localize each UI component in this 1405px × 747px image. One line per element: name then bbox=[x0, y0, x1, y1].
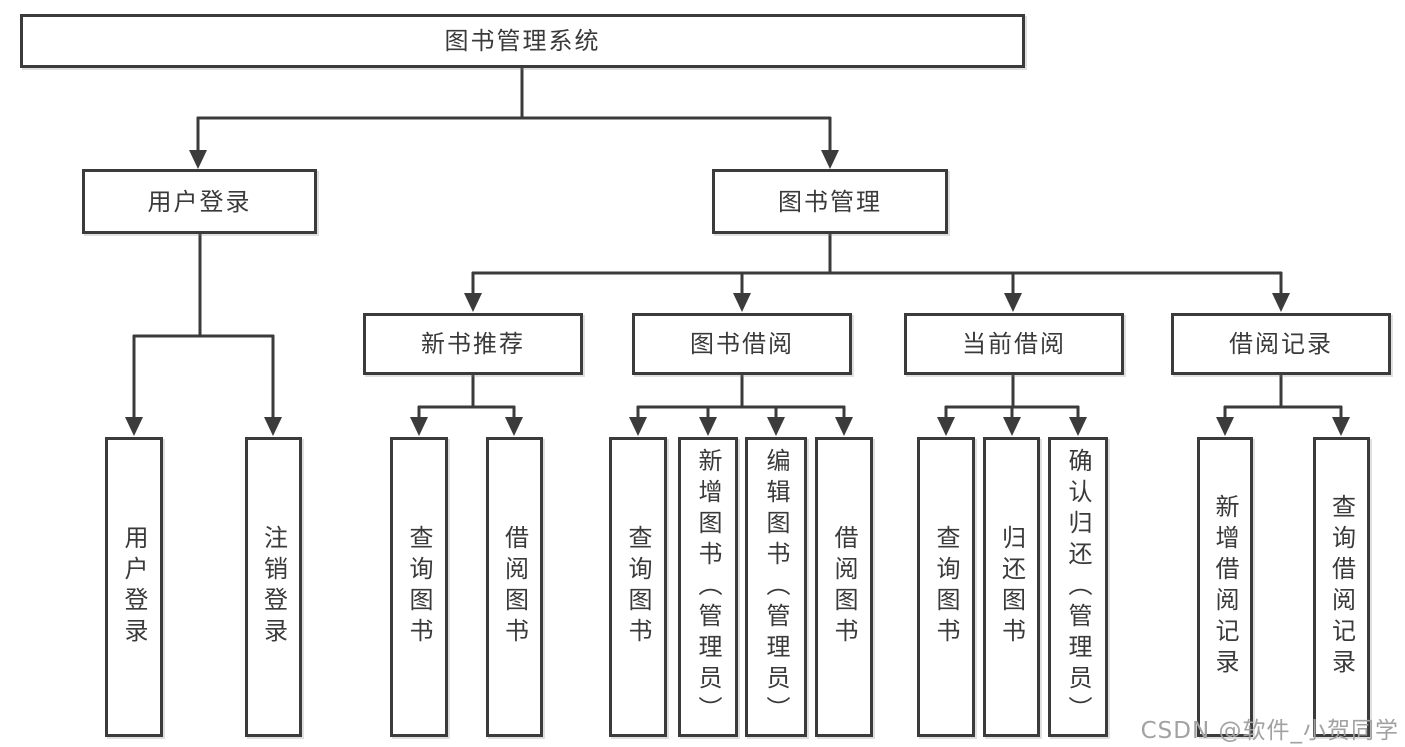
node-edit-book-admin-label: 编辑图书（管理员） bbox=[762, 447, 790, 727]
arrowhead bbox=[835, 417, 853, 436]
node-library-system: 图书管理系统 bbox=[20, 14, 1025, 68]
node-add-borrow-record-label: 新增借阅记录 bbox=[1211, 494, 1239, 680]
node-book-management-label: 图书管理 bbox=[778, 187, 882, 216]
node-new-book-recommend-label: 新书推荐 bbox=[421, 330, 525, 358]
arrowhead bbox=[410, 417, 428, 436]
node-user-login-action-label: 用户登录 bbox=[120, 525, 148, 649]
arrowhead bbox=[1003, 417, 1021, 436]
arrowhead bbox=[1272, 293, 1290, 312]
node-book-management: 图书管理 bbox=[712, 169, 948, 234]
arrowhead bbox=[189, 150, 207, 169]
node-query-books-borrow: 查询图书 bbox=[609, 437, 667, 737]
node-borrow-records-label: 借阅记录 bbox=[1229, 330, 1333, 358]
arrowhead bbox=[821, 150, 839, 169]
arrowhead bbox=[937, 417, 955, 436]
node-query-books-current: 查询图书 bbox=[917, 437, 975, 737]
connector-book-management-children bbox=[464, 234, 1290, 312]
arrowhead bbox=[1004, 293, 1022, 312]
node-borrow-books-action-label: 借阅图书 bbox=[830, 525, 858, 649]
node-return-books: 归还图书 bbox=[983, 437, 1040, 737]
arrowhead bbox=[733, 293, 751, 312]
node-borrow-records: 借阅记录 bbox=[1171, 313, 1391, 375]
connector-borrow-records-children bbox=[1216, 375, 1350, 436]
node-edit-book-admin: 编辑图书（管理员） bbox=[745, 437, 807, 737]
arrowhead bbox=[1332, 417, 1350, 436]
node-current-borrow-label: 当前借阅 bbox=[962, 330, 1066, 358]
connector-user-login-children bbox=[125, 234, 282, 436]
arrowhead bbox=[1069, 417, 1087, 436]
node-user-login-action: 用户登录 bbox=[105, 437, 163, 737]
node-logout-action: 注销登录 bbox=[245, 437, 302, 737]
node-query-books-recommend-label: 查询图书 bbox=[405, 525, 433, 649]
node-add-borrow-record: 新增借阅记录 bbox=[1197, 437, 1253, 737]
node-user-login-label: 用户登录 bbox=[147, 187, 252, 216]
node-user-login: 用户登录 bbox=[82, 169, 317, 234]
node-library-system-label: 图书管理系统 bbox=[444, 27, 601, 55]
node-borrow-books-action: 借阅图书 bbox=[815, 437, 873, 737]
node-current-borrow: 当前借阅 bbox=[904, 313, 1124, 375]
arrowhead bbox=[505, 417, 523, 436]
node-borrow-books-recommend-label: 借阅图书 bbox=[500, 525, 529, 649]
node-logout-action-label: 注销登录 bbox=[259, 525, 288, 649]
arrowhead bbox=[125, 417, 143, 436]
arrowhead bbox=[629, 417, 647, 436]
node-new-book-recommend: 新书推荐 bbox=[363, 313, 583, 375]
node-add-book-admin: 新增图书（管理员） bbox=[678, 437, 738, 737]
arrowhead bbox=[464, 293, 482, 312]
arrowhead bbox=[1216, 417, 1234, 436]
node-query-books-current-label: 查询图书 bbox=[932, 525, 960, 649]
node-query-books-recommend: 查询图书 bbox=[390, 437, 448, 737]
node-add-book-admin-label: 新增图书（管理员） bbox=[694, 447, 722, 727]
arrowhead bbox=[264, 417, 282, 436]
node-query-books-borrow-label: 查询图书 bbox=[624, 525, 652, 649]
arrowhead bbox=[699, 417, 717, 436]
node-return-books-label: 归还图书 bbox=[997, 525, 1026, 649]
arrowhead bbox=[767, 417, 785, 436]
node-borrow-books-recommend: 借阅图书 bbox=[486, 437, 543, 737]
connector-current-borrow-children bbox=[937, 375, 1087, 436]
connector-book-borrow-children bbox=[629, 375, 853, 436]
node-confirm-return-admin-label: 确认归还（管理员） bbox=[1064, 447, 1092, 727]
connector-new-book-children bbox=[410, 375, 523, 436]
csdn-watermark: CSDN @软件_小贺同学 bbox=[1140, 718, 1399, 744]
node-book-borrow: 图书借阅 bbox=[632, 313, 852, 375]
node-book-borrow-label: 图书借阅 bbox=[690, 330, 794, 358]
node-confirm-return-admin: 确认归还（管理员） bbox=[1048, 437, 1108, 737]
connector-root-to-level2 bbox=[189, 68, 839, 169]
node-query-borrow-record-label: 查询借阅记录 bbox=[1327, 494, 1356, 680]
node-query-borrow-record: 查询借阅记录 bbox=[1313, 437, 1370, 737]
